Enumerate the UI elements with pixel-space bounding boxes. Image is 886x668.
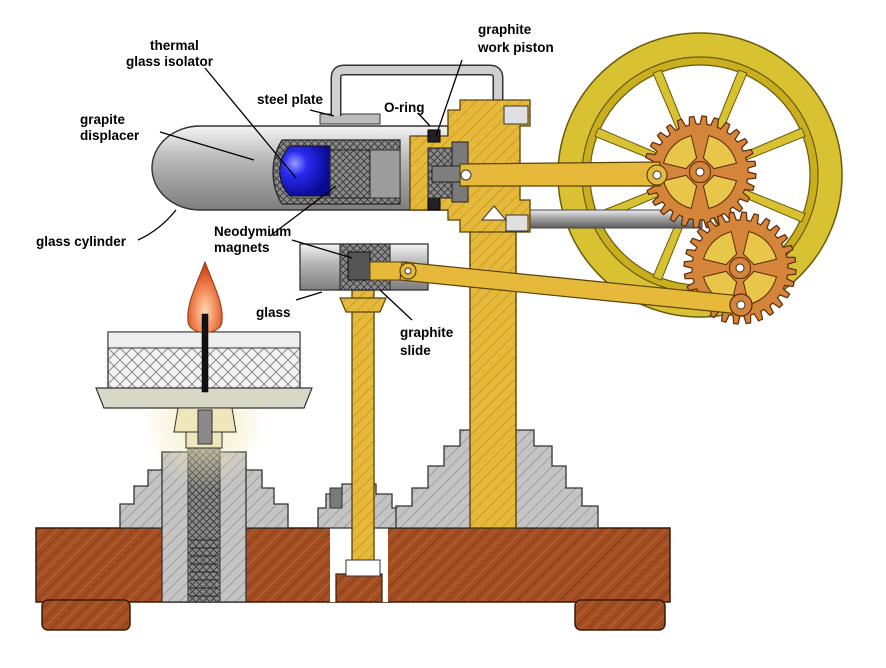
label-displacer-line2: displacer xyxy=(80,128,140,143)
gear-window xyxy=(662,134,698,170)
upper-gear xyxy=(643,115,757,229)
label-glass-cylinder: glass cylinder xyxy=(36,234,127,249)
displacer-link-rod xyxy=(369,261,753,317)
glass-slide-tube xyxy=(299,243,429,291)
steel-plate xyxy=(319,113,381,125)
label-work-piston-line2: work piston xyxy=(477,40,554,55)
flame xyxy=(187,260,223,393)
label-glass: glass xyxy=(256,305,291,320)
gear-window xyxy=(702,230,738,266)
connecting-tube xyxy=(330,64,504,138)
label-neodymium-line1: Neodymium xyxy=(214,224,291,239)
gear-axle-hole xyxy=(735,263,745,273)
label-steel-plate: steel plate xyxy=(257,92,324,107)
gear-window xyxy=(702,174,738,210)
label-neodymium-line2: magnets xyxy=(214,240,270,255)
gear-window xyxy=(702,134,738,170)
label-thermal-line1: thermal xyxy=(150,38,199,53)
gear-window xyxy=(742,230,778,266)
label-graphite-slide-line2: slide xyxy=(400,343,431,358)
label-o-ring: O-ring xyxy=(384,100,425,115)
slide-post xyxy=(339,289,387,577)
gear-axle-hole xyxy=(695,167,705,177)
label-thermal-line2: glass isolator xyxy=(126,54,214,69)
main-column xyxy=(469,217,517,529)
piston-rod xyxy=(431,161,668,187)
labels: thermal glass isolator graphite work pis… xyxy=(36,22,554,358)
graphite-displacer xyxy=(279,145,401,199)
label-work-piston-line1: graphite xyxy=(478,22,532,37)
leader-lines xyxy=(137,59,463,321)
label-displacer-line1: grapite xyxy=(80,112,126,127)
label-graphite-slide-line1: graphite xyxy=(400,325,454,340)
